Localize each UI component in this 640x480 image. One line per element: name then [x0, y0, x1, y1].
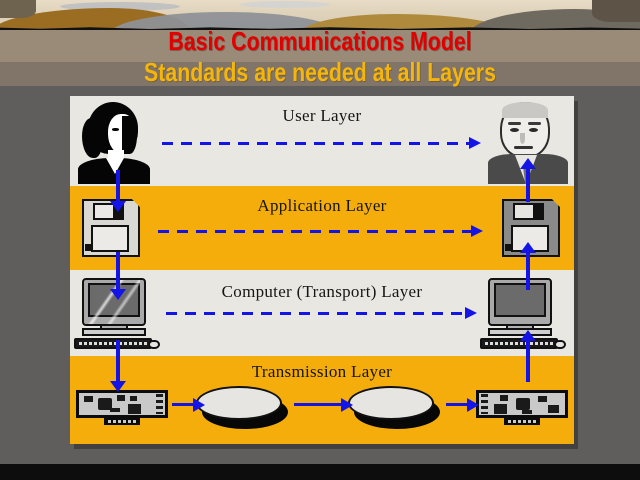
transmission-arrow-3 [446, 397, 479, 412]
network-card-icon [76, 390, 168, 426]
rock-shape [592, 0, 640, 22]
layer-user-label: User Layer [282, 106, 362, 125]
layer-transport: Computer (Transport) Layer [70, 270, 574, 356]
stack-arrow-down-user-to-application [110, 170, 126, 212]
slide-subtitle: Standards are needed at all Layers [144, 57, 496, 87]
cloud-icon [60, 2, 180, 11]
stack-arrow-down-transport-to-transmission [110, 340, 126, 392]
torn-edge [0, 27, 640, 30]
transmission-arrow-1 [172, 397, 205, 412]
hill-shape [110, 12, 340, 30]
user-layer-peer-arrow [162, 137, 481, 149]
stack-arrow-up-transmission-to-transport [520, 330, 536, 382]
transport-layer-peer-arrow [166, 307, 477, 319]
background-band-mid [0, 62, 640, 86]
transmission-arrow-2 [294, 397, 353, 412]
desktop-computer-icon [480, 278, 568, 350]
stack-arrow-down-application-to-transport [110, 252, 126, 300]
cloud-icon [240, 1, 330, 8]
slide-title: Basic Communications Model [168, 26, 472, 56]
network-card-icon [476, 390, 568, 426]
satellite-dish-icon [196, 386, 288, 432]
communications-model-diagram: User Layer Application Layer [70, 96, 574, 444]
layer-transmission-label: Transmission Layer [251, 362, 393, 381]
stack-arrow-up-application-to-user [520, 158, 536, 202]
man-user-icon [488, 100, 568, 184]
stack-arrow-up-transport-to-application [520, 242, 536, 290]
woman-user-icon [78, 100, 150, 184]
background-band-black [0, 464, 640, 480]
torn-paper-landscape-header [0, 0, 640, 30]
layer-transmission: Transmission Layer [70, 356, 574, 444]
satellite-dish-icon [348, 386, 440, 432]
hill-shape [300, 14, 510, 30]
layer-user: User Layer [70, 96, 574, 186]
layer-transport-label: Computer (Transport) Layer [221, 282, 423, 301]
layer-application: Application Layer [70, 186, 574, 270]
rock-shape [0, 0, 36, 18]
application-layer-peer-arrow [158, 225, 483, 237]
layer-application-label: Application Layer [257, 196, 387, 215]
